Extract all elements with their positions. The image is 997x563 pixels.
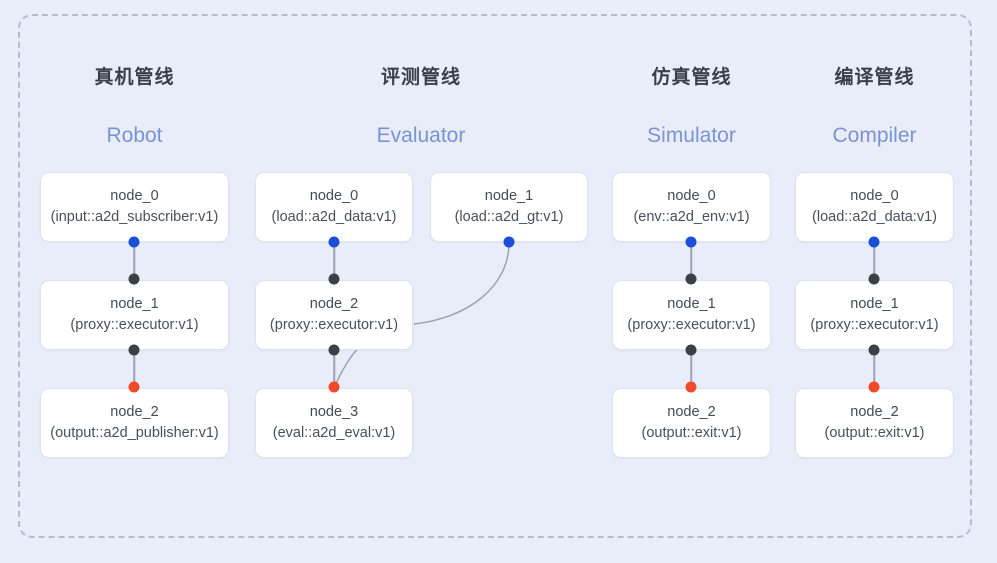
node-spec: (input::a2d_subscriber:v1) xyxy=(50,209,219,225)
column-title-en-simulator: Simulator xyxy=(647,124,736,147)
node-spec: (eval::a2d_eval:v1) xyxy=(272,425,396,441)
node-name: node_1 xyxy=(667,296,716,313)
column-title-en-compiler: Compiler xyxy=(832,124,917,147)
node-robot-1[interactable]: node_1 (proxy::executor:v1) xyxy=(40,280,229,350)
node-name: node_0 xyxy=(850,188,899,205)
column-title-cn-compiler: 编译管线 xyxy=(834,67,915,88)
edge-evaluator-0-2 xyxy=(333,242,335,278)
port-input-simulator-1[interactable] xyxy=(685,273,697,285)
port-output-simulator-0[interactable] xyxy=(685,236,697,248)
node-name: node_1 xyxy=(110,296,159,313)
node-name: node_1 xyxy=(484,188,534,205)
edge-simulator-0-1 xyxy=(690,242,692,278)
node-compiler-1[interactable]: node_1 (proxy::executor:v1) xyxy=(795,280,954,350)
node-compiler-2[interactable]: node_2 (output::exit:v1) xyxy=(795,388,954,458)
diagram-dashed-frame xyxy=(18,14,972,538)
port-input-evaluator-2[interactable] xyxy=(328,273,340,285)
port-output-evaluator-0[interactable] xyxy=(328,236,340,248)
node-name: node_2 xyxy=(667,404,716,421)
edge-robot-1-2 xyxy=(133,350,135,387)
node-spec: (load::a2d_data:v1) xyxy=(812,209,937,225)
node-robot-0[interactable]: node_0 (input::a2d_subscriber:v1) xyxy=(40,172,229,242)
node-spec: (load::a2d_data:v1) xyxy=(271,209,397,225)
column-title-cn-robot: 真机管线 xyxy=(94,67,175,88)
node-name: node_0 xyxy=(110,188,159,205)
node-evaluator-1[interactable]: node_1 (load::a2d_gt:v1) xyxy=(430,172,588,242)
node-spec: (output::exit:v1) xyxy=(641,425,742,441)
port-input-compiler-1[interactable] xyxy=(868,273,880,285)
column-title-en-evaluator: Evaluator xyxy=(376,124,466,147)
node-spec: (proxy::executor:v1) xyxy=(269,317,399,333)
port-output-compiler-1[interactable] xyxy=(868,344,880,356)
port-output-robot-1[interactable] xyxy=(128,344,140,356)
edge-compiler-1-2 xyxy=(873,350,875,387)
port-output-compiler-0[interactable] xyxy=(868,236,880,248)
edge-evaluator-2-3 xyxy=(333,350,335,387)
node-evaluator-2[interactable]: node_2 (proxy::executor:v1) xyxy=(255,280,413,350)
node-name: node_0 xyxy=(309,188,359,205)
node-evaluator-3[interactable]: node_3 (eval::a2d_eval:v1) xyxy=(255,388,413,458)
node-compiler-0[interactable]: node_0 (load::a2d_data:v1) xyxy=(795,172,954,242)
node-simulator-0[interactable]: node_0 (env::a2d_env:v1) xyxy=(612,172,771,242)
node-robot-2[interactable]: node_2 (output::a2d_publisher:v1) xyxy=(40,388,229,458)
port-output-evaluator-1[interactable] xyxy=(503,236,515,248)
node-name: node_2 xyxy=(309,296,359,313)
node-spec: (proxy::executor:v1) xyxy=(810,317,939,333)
node-simulator-1[interactable]: node_1 (proxy::executor:v1) xyxy=(612,280,771,350)
node-name: node_3 xyxy=(309,404,359,421)
node-spec: (env::a2d_env:v1) xyxy=(633,209,750,225)
port-input-robot-1[interactable] xyxy=(128,273,140,285)
port-output-robot-0[interactable] xyxy=(128,236,140,248)
node-name: node_1 xyxy=(850,296,899,313)
node-spec: (output::a2d_publisher:v1) xyxy=(50,425,219,441)
node-spec: (proxy::executor:v1) xyxy=(70,317,199,333)
node-spec: (load::a2d_gt:v1) xyxy=(454,209,564,225)
port-input-compiler-2[interactable] xyxy=(868,381,880,393)
edge-compiler-0-1 xyxy=(873,242,875,278)
port-input-evaluator-3[interactable] xyxy=(328,381,340,393)
node-name: node_0 xyxy=(667,188,716,205)
edge-robot-0-1 xyxy=(133,242,135,278)
node-spec: (output::exit:v1) xyxy=(824,425,925,441)
port-output-evaluator-2[interactable] xyxy=(328,344,340,356)
node-evaluator-0[interactable]: node_0 (load::a2d_data:v1) xyxy=(255,172,413,242)
column-title-cn-simulator: 仿真管线 xyxy=(651,67,732,88)
edge-simulator-1-2 xyxy=(690,350,692,387)
node-name: node_2 xyxy=(850,404,899,421)
node-name: node_2 xyxy=(110,404,159,421)
node-simulator-2[interactable]: node_2 (output::exit:v1) xyxy=(612,388,771,458)
port-output-simulator-1[interactable] xyxy=(685,344,697,356)
node-spec: (proxy::executor:v1) xyxy=(627,317,756,333)
column-title-en-robot: Robot xyxy=(106,124,163,147)
port-input-robot-2[interactable] xyxy=(128,381,140,393)
port-input-simulator-2[interactable] xyxy=(685,381,697,393)
column-title-cn-evaluator: 评测管线 xyxy=(380,67,461,88)
